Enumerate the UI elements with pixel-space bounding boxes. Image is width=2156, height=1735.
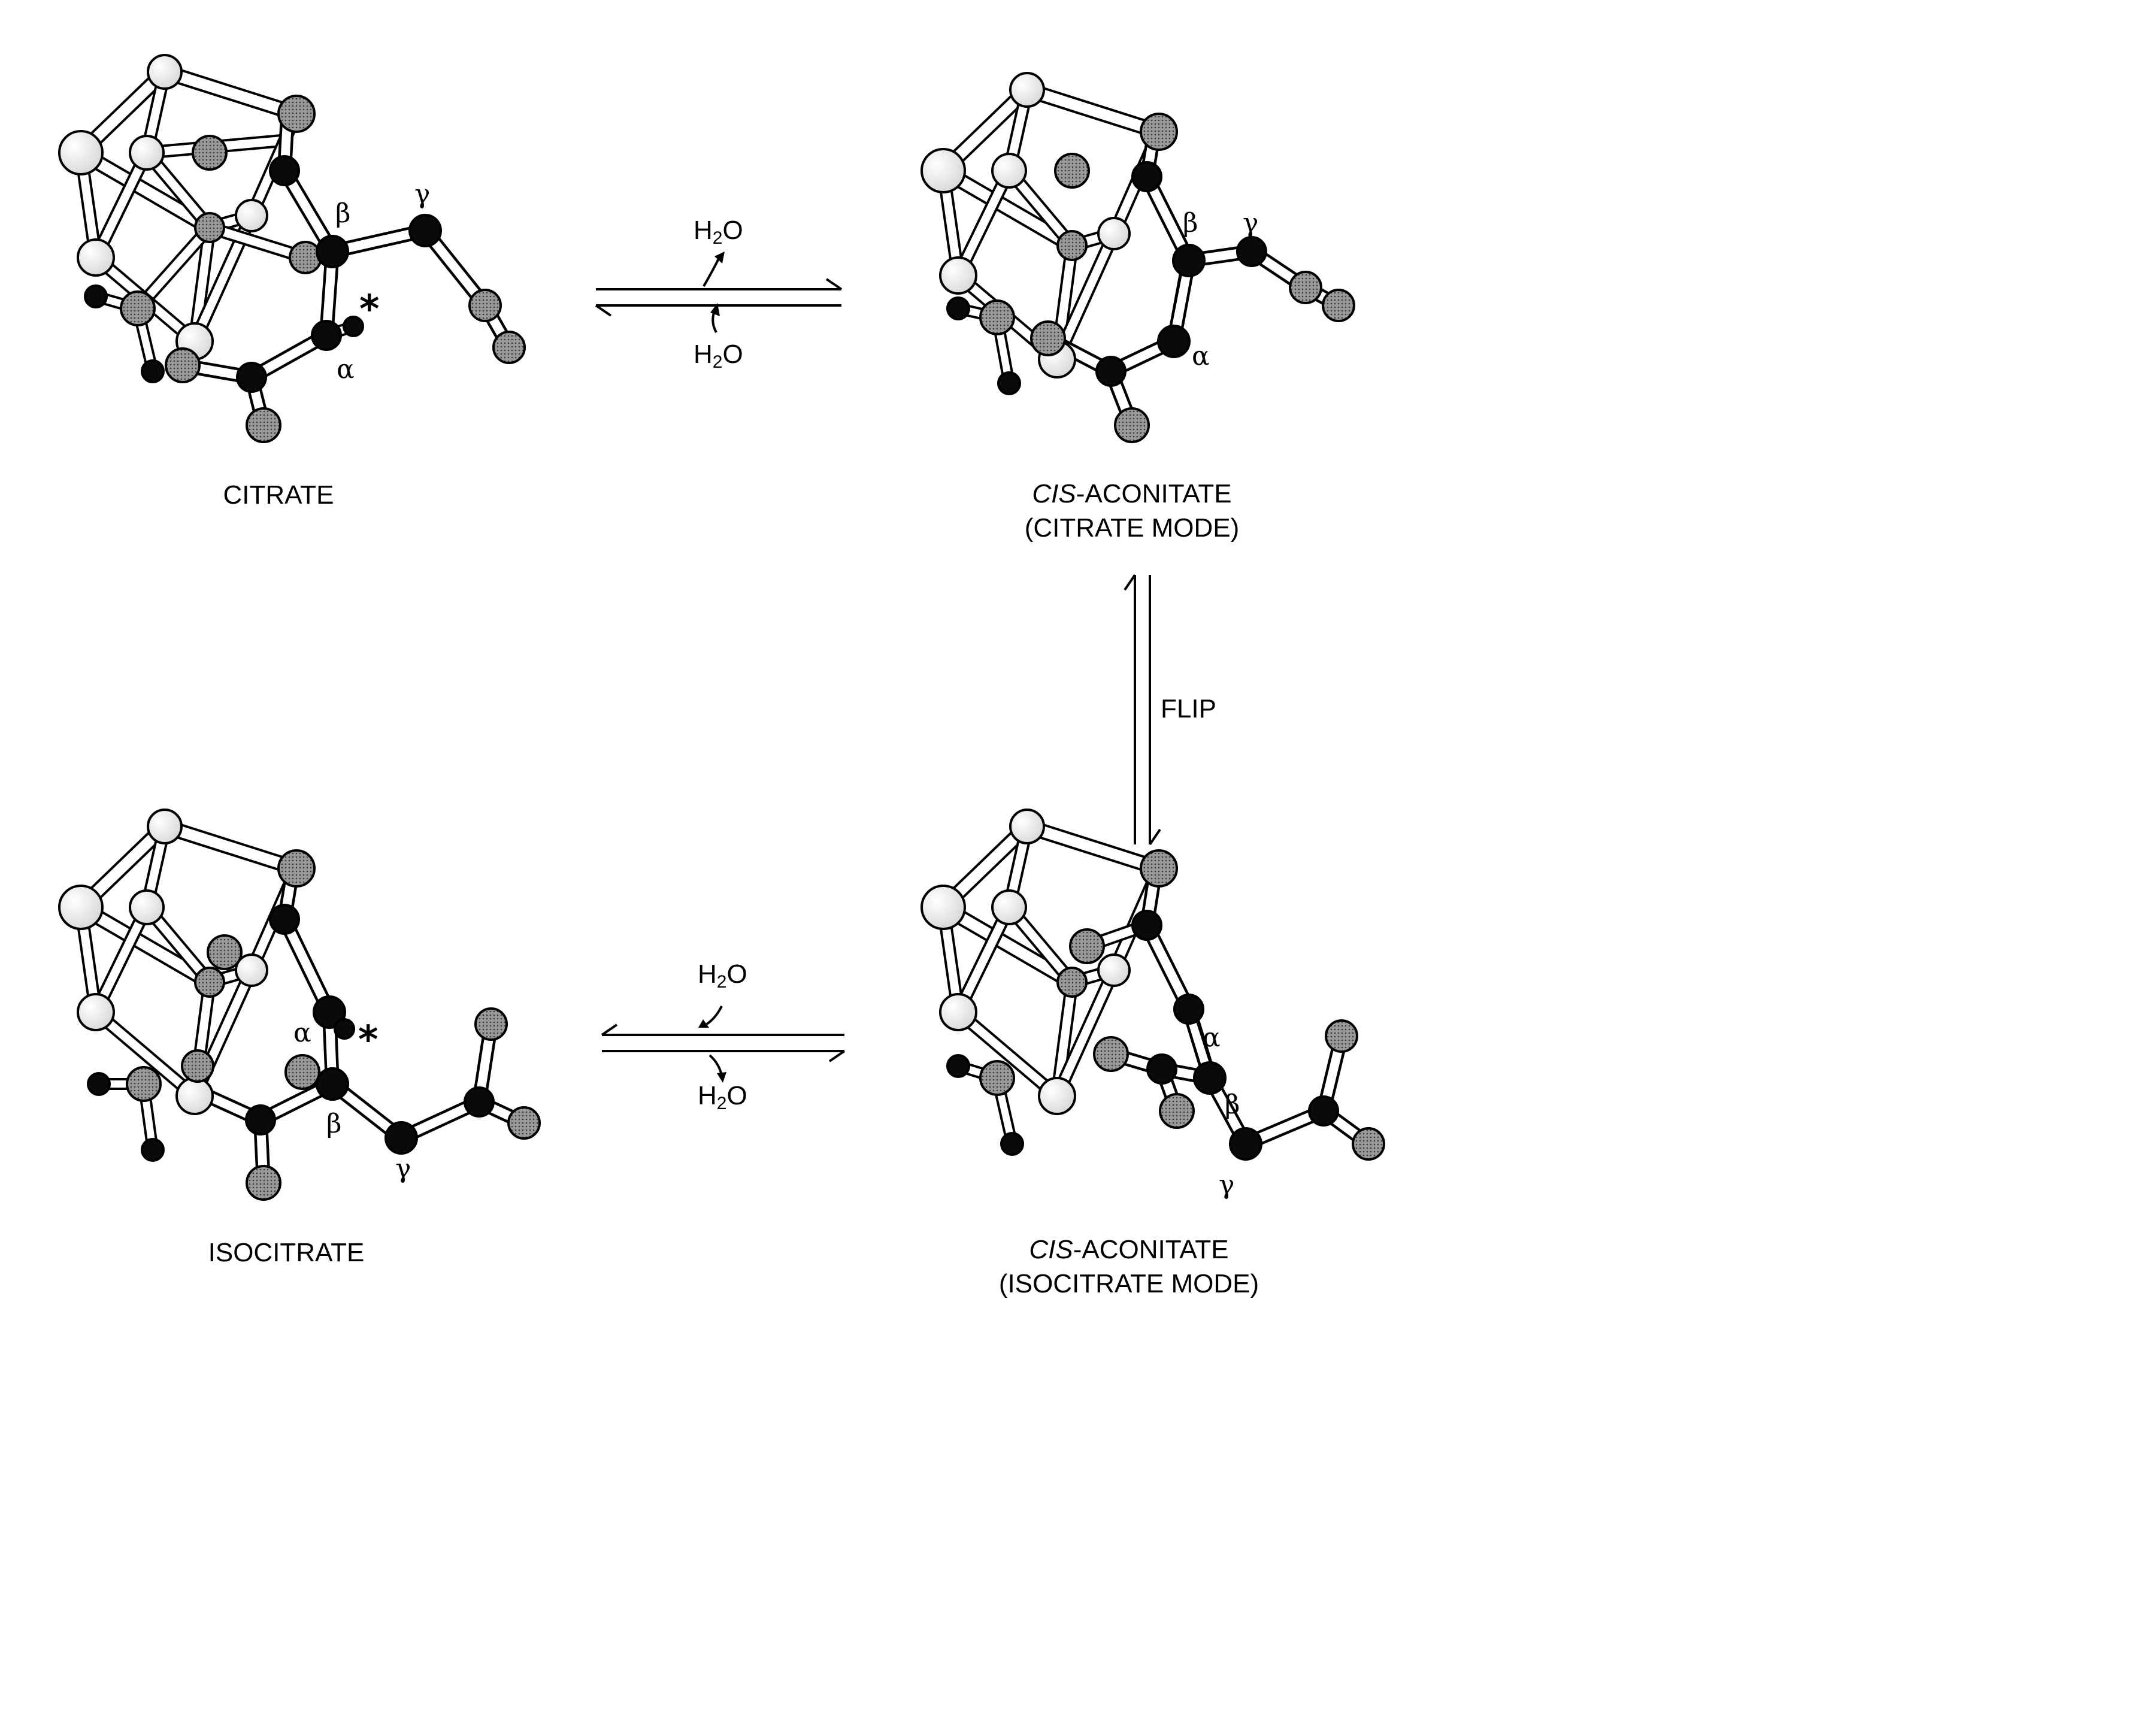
flip-equilibrium-arrow	[1124, 574, 1161, 846]
isocitrate-star-marker: *	[358, 1018, 378, 1062]
cis-prefix: CIS	[1029, 1235, 1073, 1264]
cis-aconitate-citrate-alpha-label: α	[1192, 341, 1210, 371]
isocitrate-name: ISOCITRATE	[208, 1238, 365, 1267]
cis-aconitate-citrate-gamma-label: γ	[1243, 208, 1259, 238]
cis-aconitate-citrate-mode-molecule	[920, 72, 1355, 443]
bottom-arrow-upper-water: H2O	[698, 959, 747, 992]
isocitrate-beta-label: β	[326, 1109, 342, 1139]
cis-aconitate-isocitrate-gamma-label: γ	[1219, 1170, 1235, 1200]
flip-arrow-label: FLIP	[1161, 694, 1216, 723]
cis-aconitate-isocitrate-alpha-label: α	[1203, 1022, 1221, 1053]
cis-aconitate-isocitrate-mode-molecule	[920, 809, 1385, 1161]
cis-aconitate-isocitrate-beta-label: β	[1225, 1089, 1240, 1120]
cis-aconitate-isocitrate-name: CIS-ACONITATE	[1029, 1234, 1228, 1266]
citrate-beta-label: β	[335, 198, 351, 229]
citrate-gamma-label: γ	[414, 179, 431, 210]
bottom-equilibrium-arrow	[601, 1006, 846, 1083]
cis-aconitate-citrate-mode: (CITRATE MODE)	[1024, 513, 1240, 543]
aconitate-suffix: -ACONITATE	[1073, 1235, 1229, 1264]
aconitate-suffix: -ACONITATE	[1076, 479, 1232, 508]
citrate-alpha-label: α	[337, 354, 355, 384]
citrate-molecule	[58, 54, 526, 443]
bottom-arrow-lower-water: H2O	[698, 1081, 747, 1113]
citrate-star-marker: *	[359, 287, 380, 332]
top-arrow-lower-water: H2O	[694, 340, 743, 372]
top-arrow-upper-water: H2O	[694, 216, 743, 248]
top-equilibrium-arrow	[595, 252, 843, 333]
citrate-atoms	[58, 54, 526, 443]
isocitrate-gamma-label: γ	[395, 1153, 411, 1184]
cis-prefix: CIS	[1032, 479, 1076, 508]
cis-aconitate-isocitrate-mode: (ISOCITRATE MODE)	[998, 1269, 1259, 1298]
cis-aconitate-citrate-beta-label: β	[1183, 208, 1198, 238]
isocitrate-alpha-label: α	[293, 1018, 311, 1048]
citrate-name: CITRATE	[223, 480, 334, 510]
isocitrate-molecule	[58, 809, 541, 1201]
cis-aconitate-citrate-name: CIS-ACONITATE	[1032, 478, 1231, 510]
